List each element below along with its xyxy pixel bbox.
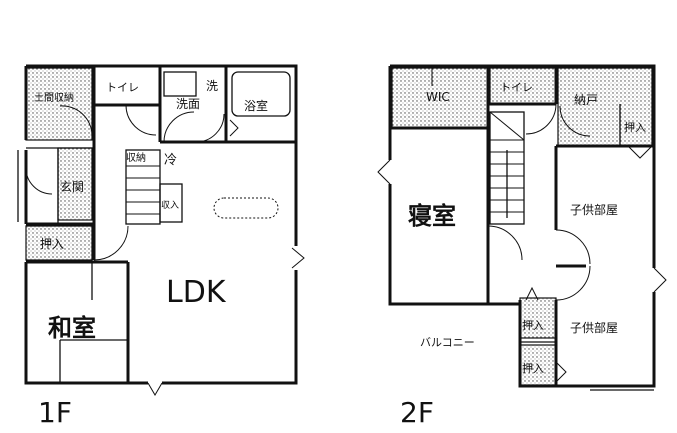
stair-closet-label: 収入 <box>161 199 179 211</box>
closet-mid-door <box>525 286 539 301</box>
room-tatami-label: 和室 <box>48 314 96 342</box>
kids-room-east-door <box>653 267 667 293</box>
kitchen-counter <box>213 197 279 219</box>
stairs-storage-label: 収納 <box>126 151 146 164</box>
closet-top-door <box>627 145 653 159</box>
room-bath-label: 浴室 <box>244 98 268 113</box>
closet-door-1f <box>93 225 129 261</box>
room-storage-label: 土間収納 <box>34 91 74 104</box>
cabinet-area <box>557 67 653 147</box>
closet-mid-area <box>519 297 557 339</box>
bath-small-door <box>229 119 239 137</box>
storage-door-1f <box>59 105 93 139</box>
bedroom-west-door <box>377 159 391 185</box>
floor-2-title: 2F <box>400 396 434 429</box>
room-closet-1f-label: 押入 <box>40 237 64 251</box>
entrance-door-swing <box>25 167 53 195</box>
bathtub <box>231 71 291 117</box>
room-kids-1-label: 子供部屋 <box>570 202 618 217</box>
closet-area-1f <box>25 225 93 261</box>
room-entrance-label: 玄関 <box>60 179 84 194</box>
room-kids-2-label: 子供部屋 <box>570 320 618 335</box>
stair-treads-1f <box>126 165 160 215</box>
bath-door-1f <box>195 113 225 143</box>
outer-wall-2f <box>388 64 656 388</box>
wash-basin <box>163 71 197 97</box>
closet-low-door <box>555 361 567 383</box>
room-closet-top-label: 押入 <box>624 120 646 134</box>
wash-mark-label: 洗 <box>206 79 218 93</box>
fridge-label: 冷 <box>164 153 177 168</box>
floor-1-title: 1F <box>38 396 72 429</box>
toilet-door-2f <box>525 103 557 135</box>
toilet-door-1f <box>125 104 157 136</box>
ldk-door-triangle <box>291 247 305 269</box>
floor-1-plan <box>17 64 305 396</box>
closet-low-area <box>519 344 557 386</box>
room-bedroom-label: 寝室 <box>408 202 456 230</box>
room-wic-label: WIC <box>426 90 450 104</box>
kids-door-2 <box>555 265 591 301</box>
room-ldk-label: LDK <box>166 275 227 310</box>
room-toilet-1f-label: トイレ <box>106 81 139 94</box>
room-cabinet-label: 納戸 <box>574 93 598 107</box>
floor-2-plan <box>377 64 667 391</box>
ldk-south-door <box>147 382 163 396</box>
bedroom-door <box>487 225 523 261</box>
stairs-2f <box>489 111 525 225</box>
stair-closet-box <box>159 183 183 223</box>
kids-door-1 <box>555 229 591 265</box>
balcony-label: バルコニー <box>420 336 475 349</box>
room-washroom-label: 洗面 <box>176 97 200 111</box>
room-toilet-2f-label: トイレ <box>500 81 533 94</box>
room-closet-mid-label: 押入 <box>522 318 544 332</box>
cabinet-door <box>559 105 591 137</box>
toilet-area-2f <box>489 67 557 105</box>
room-closet-low-label: 押入 <box>522 361 544 375</box>
wash-door-1f <box>163 111 195 143</box>
storage-area <box>25 67 93 141</box>
outer-wall-1f <box>24 64 298 385</box>
